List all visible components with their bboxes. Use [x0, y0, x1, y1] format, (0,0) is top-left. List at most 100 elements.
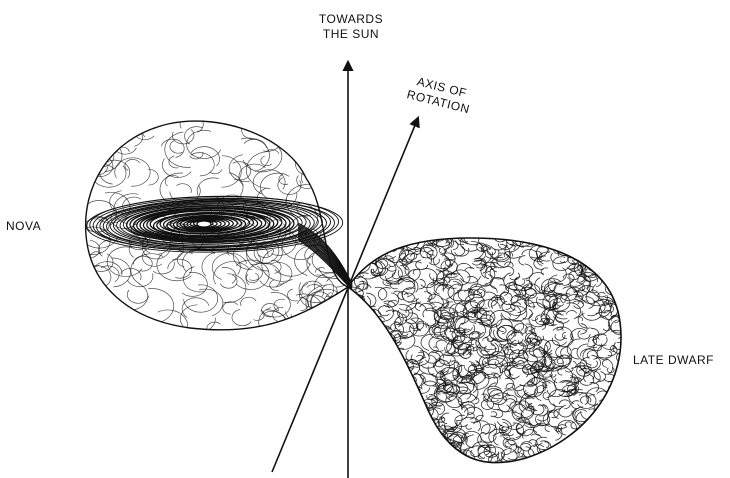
- dwarf-curl: [599, 461, 608, 471]
- dwarf-curl: [505, 228, 523, 236]
- dwarf-curl: [615, 296, 633, 309]
- dwarf-curl: [341, 327, 360, 336]
- dwarf-curl: [375, 351, 396, 367]
- dwarf-curl: [578, 456, 592, 469]
- dwarf-curl: [560, 445, 572, 456]
- nova-curl: [98, 129, 123, 146]
- dwarf-curl: [390, 440, 399, 450]
- nova-curl: [122, 284, 148, 310]
- dwarf-curl: [448, 284, 462, 301]
- dwarf-curl: [388, 407, 406, 419]
- dwarf-curl: [598, 405, 611, 410]
- dwarf-curl: [594, 456, 607, 467]
- dwarf-curl: [350, 397, 363, 404]
- dwarf-curl: [589, 409, 605, 427]
- towards-sun-label-line2: THE SUN: [303, 27, 399, 42]
- dwarf-curl: [423, 435, 431, 443]
- dwarf-curl: [379, 400, 386, 409]
- dwarf-curl: [578, 286, 593, 302]
- dwarf-curl: [351, 320, 370, 335]
- dwarf-curl: [396, 383, 401, 389]
- dwarf-curl: [383, 352, 396, 365]
- dwarf-curl: [534, 239, 542, 244]
- dwarf-curl: [384, 293, 399, 307]
- dwarf-curl: [355, 297, 360, 303]
- dwarf-curl: [343, 453, 363, 468]
- dwarf-curl: [372, 326, 382, 334]
- dwarf-curl: [359, 422, 376, 437]
- dwarf-curl: [388, 367, 394, 374]
- dwarf-curl: [357, 433, 363, 437]
- dwarf-curl: [424, 292, 432, 302]
- nova-curl: [110, 107, 132, 137]
- dwarf-curl: [393, 444, 406, 449]
- dwarf-curl: [566, 435, 576, 443]
- dwarf-curl: [384, 354, 398, 366]
- dwarf-curl: [394, 440, 405, 453]
- dwarf-curl: [380, 348, 395, 367]
- dwarf-curl: [369, 350, 389, 366]
- dwarf-curl: [397, 441, 404, 450]
- dwarf-curl: [563, 278, 571, 286]
- dwarf-curl: [411, 454, 422, 471]
- dwarf-curl: [552, 445, 572, 460]
- dwarf-curl: [460, 456, 470, 471]
- dwarf-curl: [392, 431, 406, 441]
- nova-curl: [301, 129, 320, 146]
- nova-curl: [182, 272, 207, 296]
- nova-curl: [302, 132, 329, 154]
- dwarf-curl: [390, 242, 396, 247]
- nova-curl: [84, 307, 99, 323]
- dwarf-curl: [594, 301, 610, 318]
- dwarf-curl: [522, 234, 532, 246]
- dwarf-curl: [349, 340, 357, 348]
- dwarf-curl: [393, 457, 407, 469]
- dwarf-curl: [600, 409, 610, 417]
- dwarf-curl: [360, 412, 372, 423]
- dwarf-curl: [618, 373, 625, 381]
- dwarf-curl: [581, 253, 593, 260]
- dwarf-curl: [360, 440, 373, 452]
- dwarf-curl: [464, 322, 485, 339]
- dwarf-curl: [378, 370, 392, 380]
- dwarf-curl: [617, 329, 627, 343]
- dwarf-curl: [348, 295, 364, 308]
- dwarf-curl: [393, 452, 409, 465]
- nova-curl: [296, 115, 329, 142]
- dwarf-curl: [384, 450, 398, 471]
- dwarf-curl: [610, 234, 628, 244]
- dwarf-curl: [353, 341, 364, 345]
- dwarf-curl: [572, 348, 577, 350]
- dwarf-curl: [595, 418, 606, 422]
- dwarf-curl: [582, 250, 596, 258]
- nova-curl: [92, 131, 105, 141]
- dwarf-curl: [374, 345, 378, 352]
- dwarf-curl: [612, 270, 622, 283]
- dwarf-curl: [345, 415, 355, 429]
- dwarf-curl: [615, 254, 628, 265]
- dwarf-curl: [543, 234, 561, 245]
- dwarf-curl: [367, 341, 379, 353]
- dwarf-curl: [382, 239, 392, 247]
- nova-curl: [127, 290, 148, 303]
- dwarf-curl: [403, 383, 416, 389]
- nova-curl: [172, 129, 194, 144]
- dwarf-curl: [367, 255, 373, 259]
- dwarf-curl: [368, 361, 374, 370]
- dwarf-curl: [393, 384, 409, 390]
- dwarf-curl: [472, 361, 479, 367]
- dwarf-curl: [525, 458, 545, 472]
- nova-curl: [246, 273, 258, 283]
- dwarf-curl: [360, 315, 371, 325]
- dwarf-curl: [578, 429, 589, 442]
- dwarf-curl: [380, 439, 388, 446]
- dwarf-curl: [482, 394, 489, 400]
- nova-label: NOVA: [6, 219, 41, 234]
- nova-curl: [299, 275, 334, 303]
- nova-curl: [87, 240, 100, 258]
- dwarf-curl: [356, 436, 367, 442]
- dwarf-curl: [594, 460, 602, 468]
- dwarf-curl: [408, 423, 421, 433]
- nova-curl: [115, 158, 150, 186]
- dwarf-curl: [349, 306, 355, 313]
